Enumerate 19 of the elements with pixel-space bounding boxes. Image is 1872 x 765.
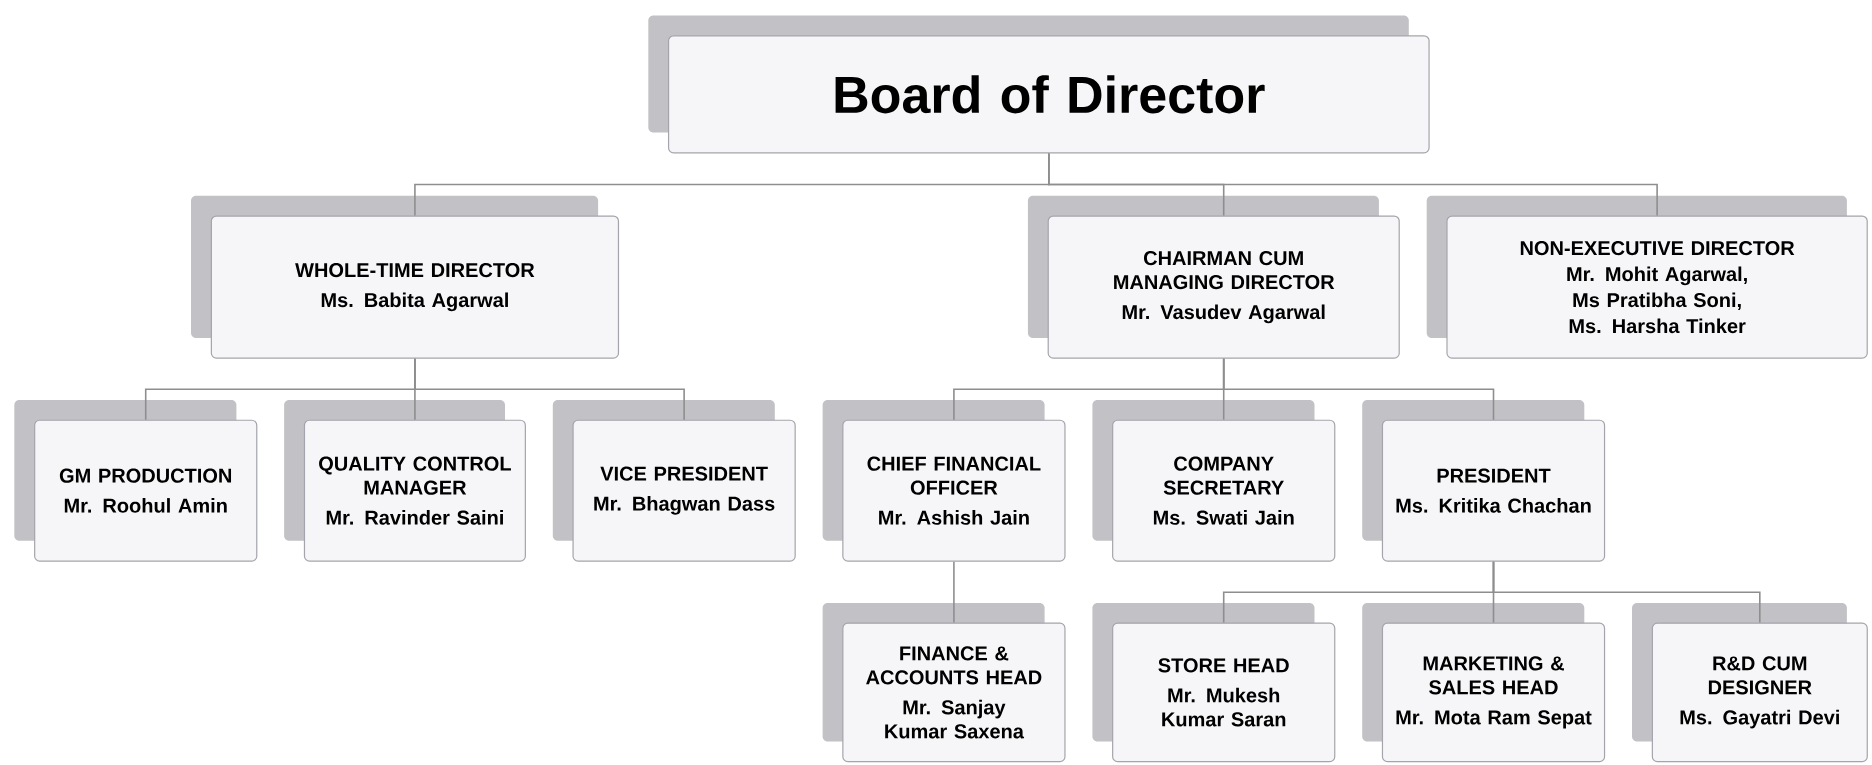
org-box: FINANCE & ACCOUNTS HEAD Mr. Sanjay Kumar Saxena [822,602,1066,763]
connector-line [414,357,685,421]
org-box: GM PRODUCTION Mr. Roohul Amin [14,399,258,562]
org-box: PRESIDENT Ms. Kritika Chachan [1362,399,1606,562]
org-box: Board of Director [648,15,1430,154]
org-box: WHOLE-TIME DIRECTOR Ms. Babita Agarwal [191,195,620,359]
connector-line [1048,152,1658,217]
org-box: MARKETING & SALES HEAD Mr. Mota Ram Sepat [1362,602,1606,763]
org-box: CHIEF FINANCIAL OFFICER Mr. Ashish Jain [822,399,1066,562]
org-box: R&D CUM DESIGNER Ms. Gayatri Devi [1632,602,1868,763]
org-box: VICE PRESIDENT Mr. Bhagwan Dass [552,399,796,562]
org-box: NON-EXECUTIVE DIRECTOR Mr. Mohit Agarwal, Ms Pratibha Soni, Ms. Harsha Tinker [1426,195,1868,359]
org-box: COMPANY SECRETARY Ms. Swati Jain [1092,399,1336,562]
connector-line [1492,560,1761,624]
org-box: CHAIRMAN CUM MANAGING DIRECTOR Mr. Vasudev Agarwal [1027,195,1400,359]
org-box: STORE HEAD Mr. Mukesh Kumar Saran [1092,602,1336,763]
org-box: QUALITY CONTROL MANAGER Mr. Ravinder Saini [284,399,526,562]
connector-line [1222,357,1495,421]
connector-line [953,560,955,624]
